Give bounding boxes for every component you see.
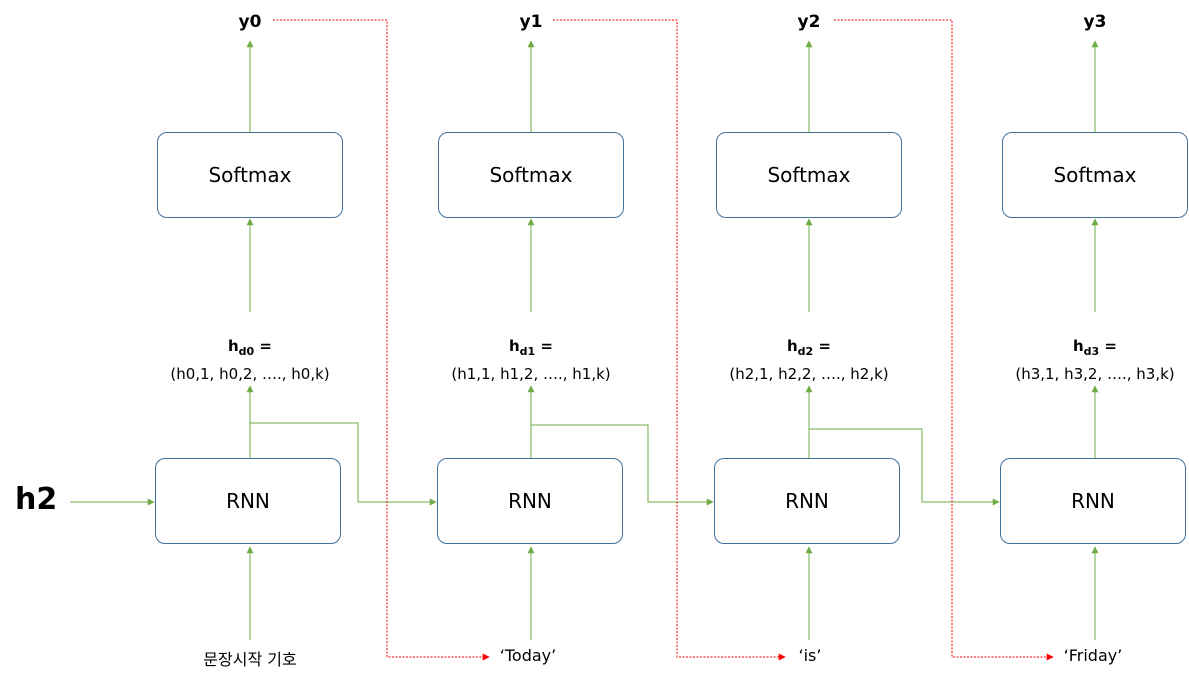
softmax-label: Softmax: [208, 163, 292, 187]
feedback-arrow-2: [834, 19, 1054, 661]
softmax-label: Softmax: [767, 163, 851, 187]
rnn-box-0: RNN: [155, 458, 341, 544]
hidden-state-label-0: hd0 = (h0,1, h0,2, …., h0,k): [130, 335, 370, 385]
hidden-state-name: hd0 =: [227, 337, 272, 358]
rnn-box-3: RNN: [1000, 458, 1186, 544]
hidden-carry-arrow-1: [531, 424, 714, 506]
rnn-label: RNN: [1071, 489, 1115, 513]
hidden-state-label-3: hd3 = (h3,1, h3,2, …., h3,k): [975, 335, 1189, 385]
hidden-state-name: hd2 =: [786, 337, 831, 358]
softmax-box-2: Softmax: [716, 132, 902, 218]
flow-arrows: [70, 40, 1099, 640]
initial-state-label: h2: [15, 482, 58, 517]
input-label-2: ‘is’: [798, 646, 822, 665]
rnn-box-2: RNN: [714, 458, 900, 544]
hidden-state-label-2: hd2 = (h2,1, h2,2, …., h2,k): [689, 335, 929, 385]
hidden-carry-arrow-2: [809, 428, 1000, 506]
output-label-y0: y0: [238, 12, 262, 32]
output-label-y2: y2: [797, 12, 821, 32]
hidden-state-values: (h1,1, h1,2, …., h1,k): [451, 365, 611, 383]
rnn-box-1: RNN: [437, 458, 623, 544]
output-label-y1: y1: [519, 12, 543, 32]
input-label-1: ‘Today’: [499, 646, 557, 665]
hidden-state-values: (h2,1, h2,2, …., h2,k): [729, 365, 889, 383]
softmax-box-0: Softmax: [157, 132, 343, 218]
input-label-0: 문장시작 기호: [203, 650, 297, 669]
softmax-label: Softmax: [1053, 163, 1137, 187]
softmax-label: Softmax: [489, 163, 573, 187]
hidden-state-name: hd3 =: [1072, 337, 1117, 358]
hidden-state-values: (h3,1, h3,2, …., h3,k): [1015, 365, 1175, 383]
rnn-label: RNN: [508, 489, 552, 513]
softmax-box-3: Softmax: [1002, 132, 1188, 218]
hidden-carry-arrow-0: [250, 422, 437, 506]
rnn-label: RNN: [785, 489, 829, 513]
output-label-y3: y3: [1083, 12, 1107, 32]
hidden-state-label-1: hd1 = (h1,1, h1,2, …., h1,k): [411, 335, 651, 385]
feedback-arrows: [273, 19, 1054, 661]
input-label-3: ‘Friday’: [1063, 646, 1123, 665]
softmax-box-1: Softmax: [438, 132, 624, 218]
hidden-state-values: (h0,1, h0,2, …., h0,k): [170, 365, 330, 383]
hidden-state-name: hd1 =: [508, 337, 553, 358]
feedback-arrow-1: [553, 19, 786, 661]
feedback-arrow-0: [273, 19, 490, 661]
rnn-label: RNN: [226, 489, 270, 513]
